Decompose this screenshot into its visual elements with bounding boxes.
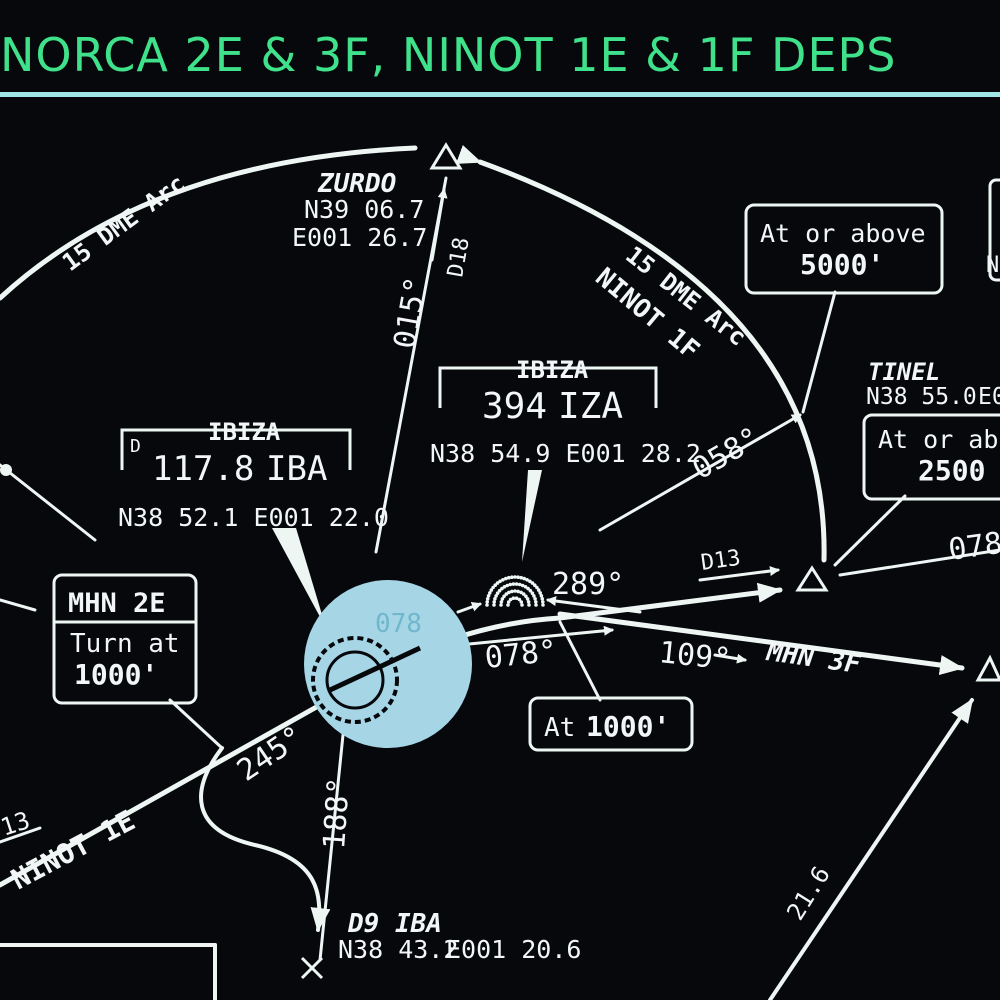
vor-frequency: 117.8: [152, 449, 254, 489]
vor-name: IBIZA: [208, 418, 281, 446]
callout-at-1000[interactable]: At 1000': [528, 696, 694, 752]
radial-left-lower: [0, 598, 37, 612]
leader-at1000: [558, 620, 602, 702]
ibiza-ndb-box[interactable]: IBIZA 394 IZA N38 54.9 E001 28.2: [430, 356, 701, 468]
course-d18: D18: [443, 236, 475, 279]
radial-left-upper: [0, 463, 97, 542]
callout-2500-value: 2500: [918, 454, 985, 487]
callout-5000-value: 5000': [800, 248, 884, 281]
ndb-box-pointer: [522, 470, 542, 562]
radial-078-right: [838, 548, 1000, 577]
east-waypoint-icon[interactable]: [975, 654, 1000, 682]
callout-mhn2e[interactable]: MHN 2E Turn at 1000': [52, 573, 198, 705]
d9iba-lat: N38 43.2: [338, 935, 458, 964]
vor-coordinates: N38 52.1 E001 22.0: [118, 503, 389, 532]
radial-058: [598, 413, 802, 532]
callout-2500-line1: At or abo: [878, 425, 1000, 454]
tinel-lon: E0: [978, 384, 1000, 410]
course-109: 109°: [657, 635, 733, 677]
mhn2e-line2: 1000': [74, 658, 158, 691]
course-109-arrow: [713, 653, 747, 664]
mhn3f-label: MHN 3F: [764, 637, 864, 680]
callout-at-or-above-2500[interactable]: At or abo 2500: [862, 413, 1000, 501]
track-mhn3f: [557, 611, 965, 675]
vor-course-078: 078: [375, 609, 422, 639]
course-d13-upper: D13: [699, 546, 742, 576]
d13-arrow-upper: [698, 566, 780, 582]
course-078-right: 078: [946, 526, 1000, 568]
ibiza-vor-box[interactable]: IBIZA D 117.8 IBA N38 52.1 E001 22.0: [118, 418, 389, 532]
partial-box-right: [988, 178, 1000, 282]
left-arc-label: 15 DME Arc: [57, 169, 190, 277]
d9iba-name: D9 IBA: [347, 909, 442, 939]
course-015: 015°: [387, 274, 434, 351]
course-289: 289°: [552, 567, 624, 602]
course-058: 058°: [687, 420, 767, 486]
d9iba-fix-icon[interactable]: [300, 956, 324, 980]
course-188: 188°: [317, 776, 357, 851]
leader-mhn2e: [168, 698, 224, 750]
d13-left-line: [0, 826, 42, 844]
vor-prefix: D: [130, 436, 141, 457]
partial-text-right: N: [986, 253, 999, 278]
mhn2e-turn-track: [199, 746, 331, 932]
ibiza-ndb-symbol[interactable]: [485, 575, 545, 607]
vor-out-arrow: [456, 602, 482, 614]
vor-ident: IBA: [266, 449, 327, 489]
radial-188: [318, 733, 345, 962]
leader-5000: [801, 290, 837, 414]
mhn2e-title: MHN 2E: [68, 588, 166, 619]
ibiza-vor-symbol[interactable]: 078: [304, 580, 472, 748]
leader-2500: [833, 494, 907, 567]
course-078-lower: 078°: [483, 634, 559, 676]
tinel-waypoint-icon[interactable]: [795, 565, 829, 592]
radial-015-upper: [430, 188, 448, 262]
zurdo-name: ZURDO: [317, 169, 396, 199]
radial-216: [768, 698, 974, 1000]
at1000-value: 1000': [586, 710, 670, 743]
mhn2e-line1: Turn at: [70, 629, 180, 659]
course-d13-left: 13: [0, 806, 33, 842]
tinel-name: TINEL: [868, 358, 940, 386]
zurdo-lon: E001 26.7: [292, 223, 427, 252]
ndb-frequency: 394: [482, 386, 547, 427]
callout-at-or-above-5000[interactable]: At or above 5000': [744, 203, 944, 295]
ndb-ident: IZA: [558, 386, 623, 427]
dme-arc-right: [455, 145, 827, 563]
at1000-prefix: At: [544, 713, 575, 743]
ndb-coordinates: N38 54.9 E001 28.2: [430, 439, 701, 468]
tinel-lat: N38 55.0: [866, 384, 977, 410]
callout-5000-line1: At or above: [760, 219, 926, 248]
title-separator: [0, 92, 1000, 97]
d9iba-lon: E001 20.6: [446, 935, 581, 964]
ndb-name: IBIZA: [516, 356, 589, 384]
zurdo-waypoint-icon[interactable]: [429, 142, 463, 170]
vor-box-pointer: [272, 528, 326, 628]
left-fix-dot: [0, 464, 12, 476]
dme-arc-left: [0, 145, 418, 301]
zurdo-lat: N39 06.7: [304, 195, 424, 224]
course-289-arrow: [546, 596, 642, 614]
course-245: 245°: [231, 719, 310, 788]
chart-title: NORCA 2E & 3F, NINOT 1E & 1F DEPS: [0, 28, 897, 82]
